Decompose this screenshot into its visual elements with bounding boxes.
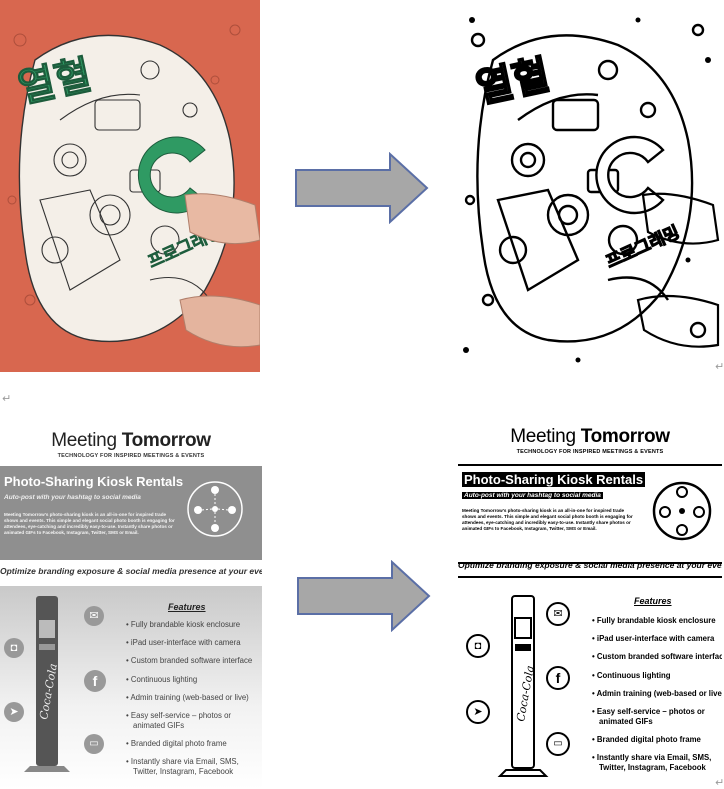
feature-item: Branded digital photo frame bbox=[126, 739, 252, 749]
feature-item: animated GIFs bbox=[599, 716, 653, 726]
kiosk-stand-binarized: Coca-Cola bbox=[497, 595, 549, 777]
facebook-binarized-icon: f bbox=[546, 666, 570, 690]
feature-item: iPad user-interface with camera bbox=[126, 638, 252, 648]
feature-item: Admin training (web-based or live) bbox=[592, 689, 722, 699]
feature-item: Easy self-service – photos or bbox=[592, 707, 722, 717]
kiosk-stand: Coca-Cola bbox=[24, 596, 70, 772]
feature-item: Easy self-service – photos or bbox=[126, 711, 252, 721]
mail-binarized-icon: ✉ bbox=[546, 602, 570, 626]
flyer-hero-banner: Photo-Sharing Kiosk Rentals Auto-post wi… bbox=[0, 466, 262, 560]
sms-icon: ▭ bbox=[84, 734, 104, 754]
features-heading: Features bbox=[168, 602, 206, 612]
binarized-flyer: Meeting Tomorrow TECHNOLOGY FOR INSPIRED… bbox=[458, 420, 722, 789]
feature-item: Custom branded software interface bbox=[126, 656, 252, 666]
twitter-icon: ➤ bbox=[4, 702, 24, 722]
mail-icon: ✉ bbox=[84, 606, 104, 626]
original-photo-book-cover: 열혈 프로그래밍 bbox=[0, 0, 260, 372]
return-mark: ↵ bbox=[715, 776, 724, 789]
binarized-book-cover: 열혈 프로그래밍 bbox=[458, 0, 722, 372]
feature-item: Continuous lighting bbox=[592, 671, 722, 681]
feature-item: Admin training (web-based or live) bbox=[126, 693, 252, 703]
return-mark: ↵ bbox=[715, 360, 724, 373]
flyer-title: Photo-Sharing Kiosk Rentals bbox=[4, 474, 184, 489]
feature-item: Twitter, Instagram, Facebook bbox=[133, 767, 234, 777]
feature-item: Custom branded software interface bbox=[592, 652, 722, 662]
book-cover-illustration: 열혈 프로그래밍 bbox=[0, 0, 260, 372]
flyer-title-binarized: Photo-Sharing Kiosk Rentals bbox=[462, 472, 646, 487]
feature-item: Fully brandable kiosk enclosure bbox=[592, 616, 722, 626]
feature-item: iPad user-interface with camera bbox=[592, 634, 722, 644]
features-list-binarized: Fully brandable kiosk enclosure iPad use… bbox=[592, 616, 722, 782]
original-flyer: Meeting Tomorrow TECHNOLOGY FOR INSPIRED… bbox=[0, 420, 262, 789]
features-list: Fully brandable kiosk enclosure iPad use… bbox=[126, 620, 252, 786]
flyer-subtitle-binarized: Auto-post with your hashtag to social me… bbox=[462, 492, 603, 499]
feature-item: Fully brandable kiosk enclosure bbox=[126, 620, 252, 630]
binarized-illustration: 열혈 프로그래밍 bbox=[458, 0, 722, 372]
flyer-tagline-strip-binarized: Optimize branding exposure & social medi… bbox=[458, 560, 722, 578]
return-mark: ↵ bbox=[2, 392, 12, 405]
feature-item: Twitter, Instagram, Facebook bbox=[599, 763, 706, 773]
flyer-body-text-binarized: Meeting Tomorrow's photo-sharing kiosk i… bbox=[462, 508, 633, 531]
feature-item: Branded digital photo frame bbox=[592, 735, 722, 745]
feature-item: Continuous lighting bbox=[126, 675, 252, 685]
flyer-tagline-binarized: TECHNOLOGY FOR INSPIRED MEETINGS & EVENT… bbox=[516, 449, 664, 455]
flyer-body-text: Meeting Tomorrow's photo-sharing kiosk i… bbox=[4, 512, 175, 535]
instagram-binarized-icon: ◘ bbox=[466, 634, 490, 658]
feature-item: animated GIFs bbox=[133, 720, 185, 730]
flyer-tagline-strip: Optimize branding exposure & social medi… bbox=[0, 566, 262, 576]
facebook-icon: f bbox=[84, 670, 106, 692]
features-heading-binarized: Features bbox=[634, 596, 672, 606]
finger-shape bbox=[179, 295, 260, 348]
sms-binarized-icon: ▭ bbox=[546, 732, 570, 756]
flyer-brand-binarized: Meeting Tomorrow bbox=[510, 426, 670, 447]
flyer-subtitle: Auto-post with your hashtag to social me… bbox=[4, 494, 141, 501]
finger-shape bbox=[184, 193, 260, 245]
flyer-hero-banner-binarized: Photo-Sharing Kiosk Rentals Auto-post wi… bbox=[458, 464, 722, 564]
network-people-icon bbox=[187, 481, 243, 537]
arrow-right-icon bbox=[297, 560, 431, 632]
twitter-binarized-icon: ➤ bbox=[466, 700, 490, 724]
flyer-brand: Meeting Tomorrow bbox=[51, 430, 211, 451]
network-people-binarized-icon bbox=[652, 481, 712, 541]
feature-item: Instantly share via Email, SMS, bbox=[126, 757, 252, 767]
feature-item: Instantly share via Email, SMS, bbox=[592, 753, 722, 763]
arrow-right-icon bbox=[295, 152, 429, 224]
instagram-icon: ◘ bbox=[4, 638, 24, 658]
flyer-tagline: TECHNOLOGY FOR INSPIRED MEETINGS & EVENT… bbox=[57, 453, 205, 459]
